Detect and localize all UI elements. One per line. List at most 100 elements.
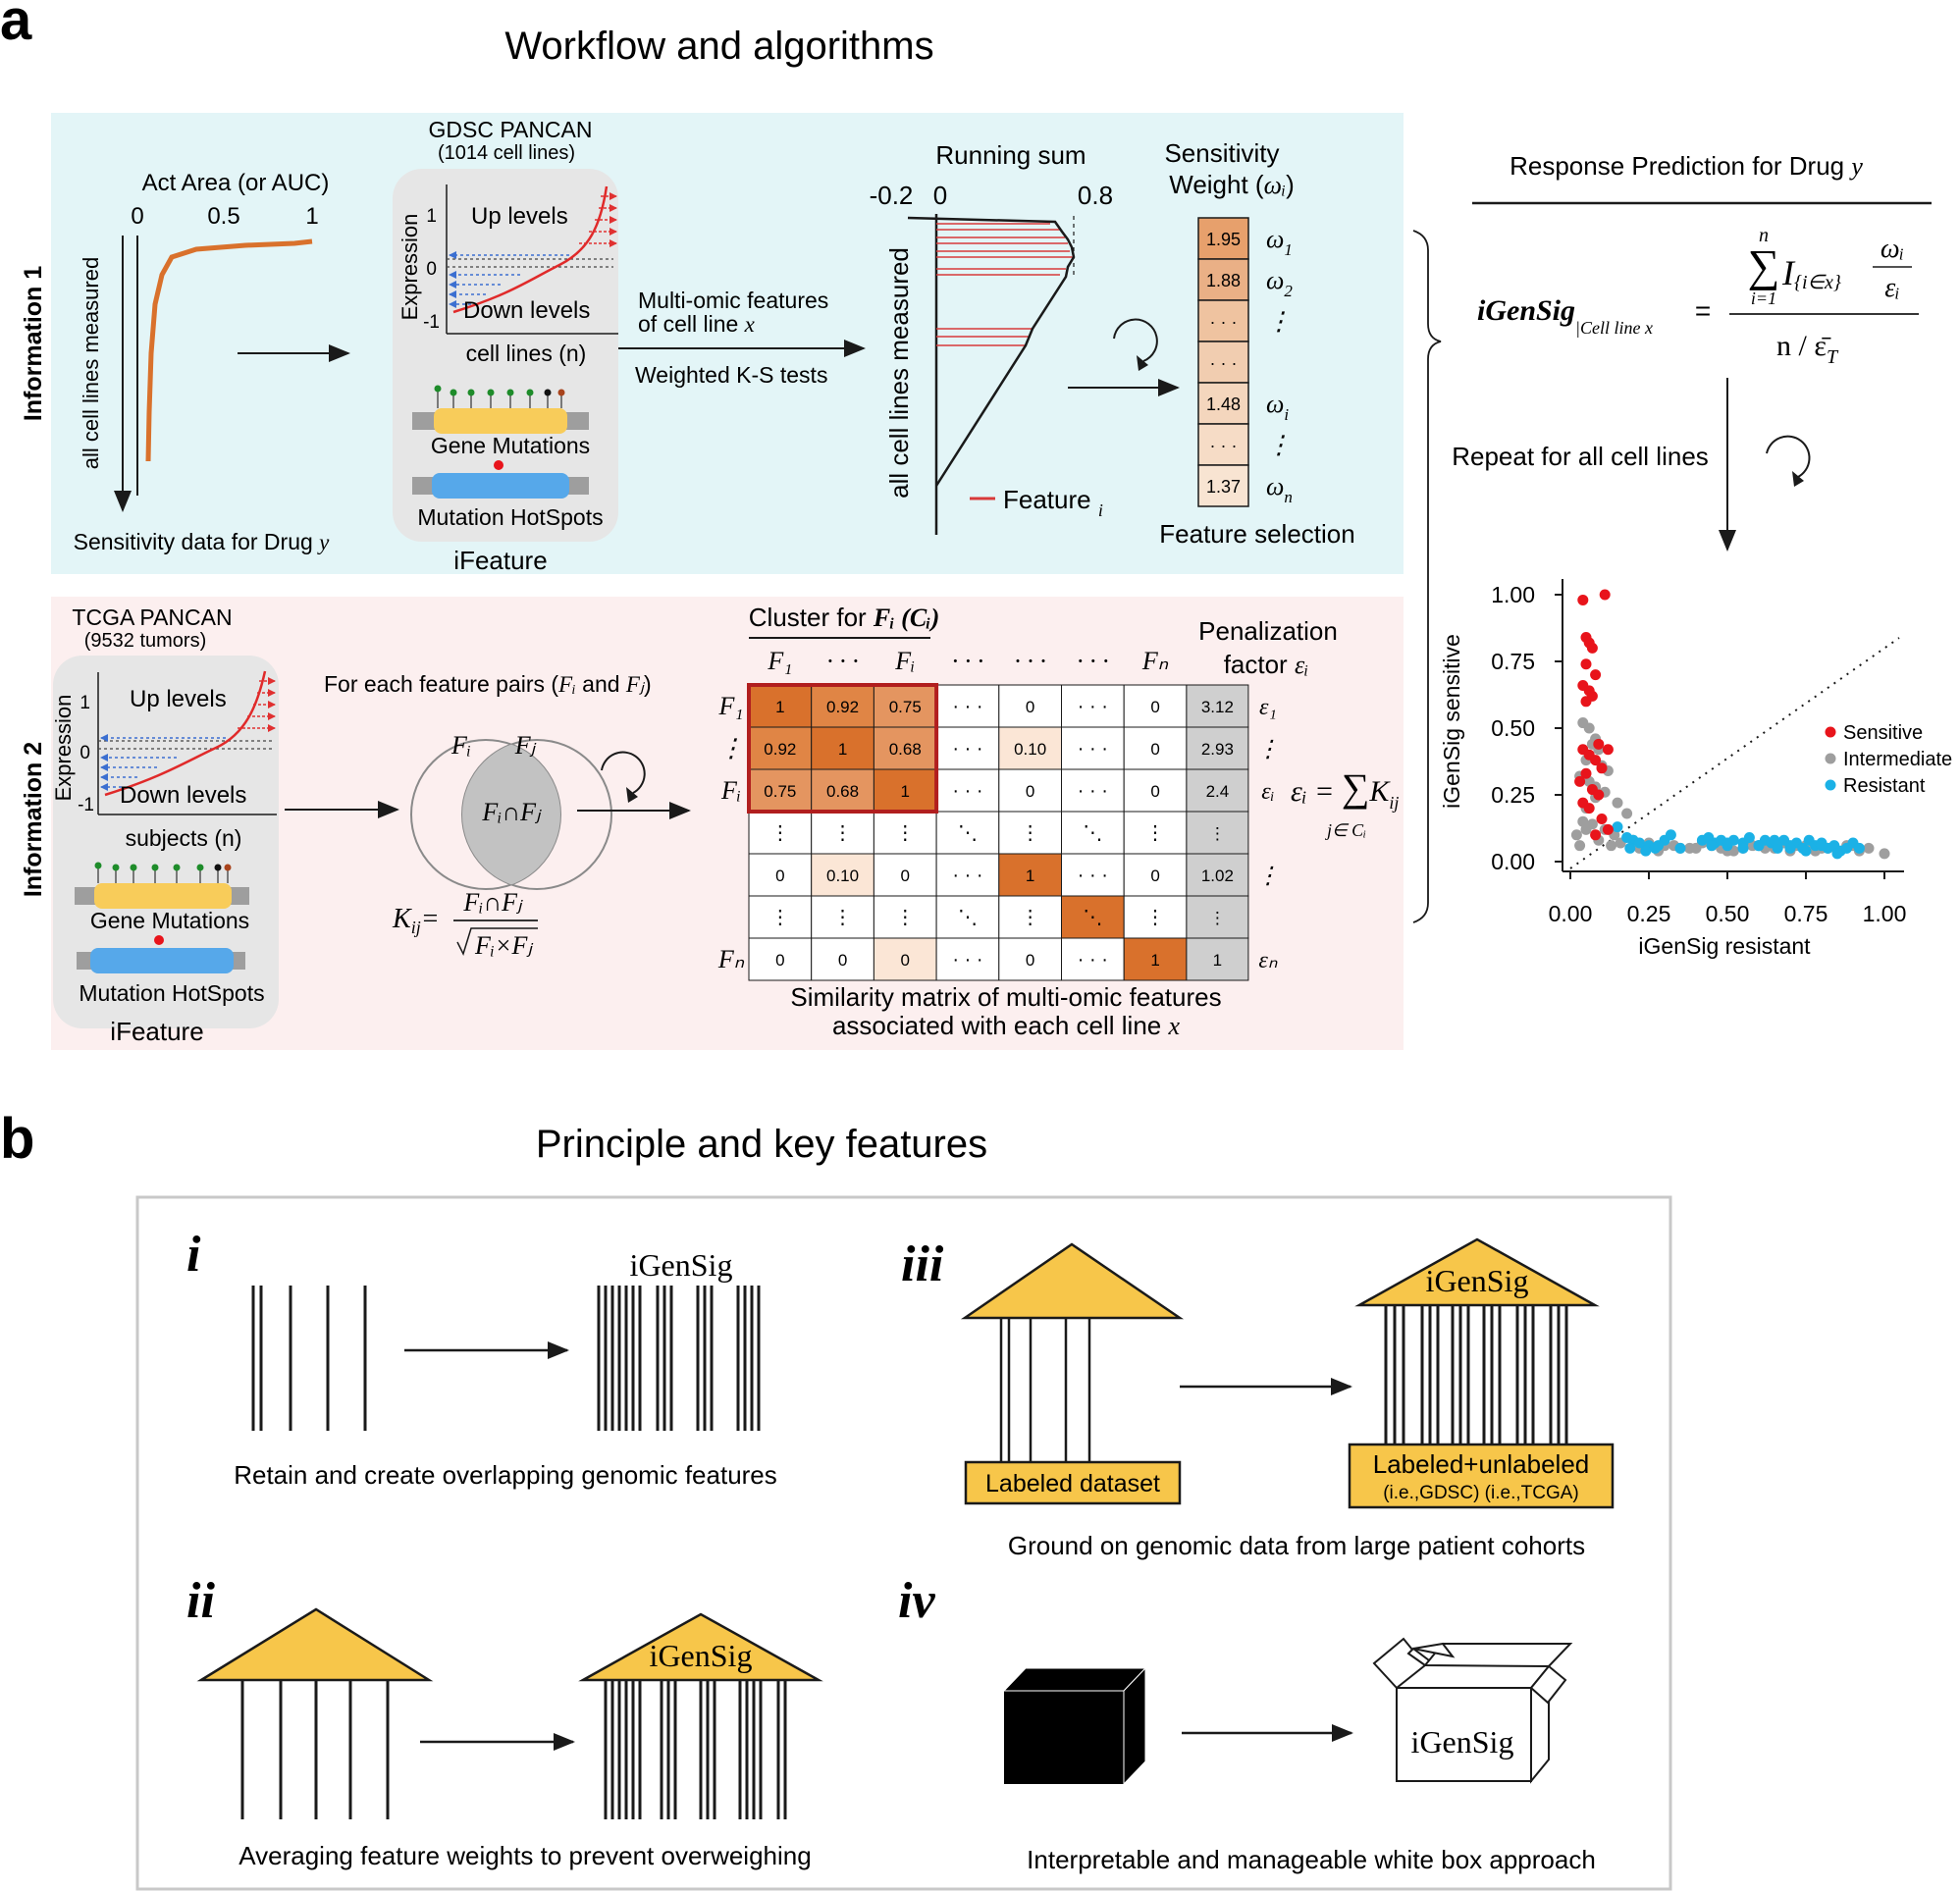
info1-background — [51, 113, 1404, 574]
venn-center: Fᵢ∩Fⱼ — [481, 798, 542, 826]
matrix-cell — [998, 684, 1062, 728]
principle-ii: ii iGenSig Averaging feature weights to … — [186, 1573, 823, 1870]
weight-value: · · · — [1210, 353, 1238, 373]
scatter-point-sensitive — [1574, 775, 1586, 787]
penalty-cell — [1186, 726, 1249, 770]
igensig-lhs: iGenSig|Cell line x — [1477, 294, 1653, 338]
matrix-col-header: F₁ — [767, 647, 792, 675]
gdsc-xlabel: cell lines (n) — [466, 341, 587, 366]
scatter-point-resistant — [1674, 842, 1686, 854]
legend-marker — [1825, 726, 1836, 738]
matrix-cell — [935, 937, 1000, 981]
gdsc-ifeature: iFeature — [453, 546, 547, 575]
tcga-block: TCGA PANCAN (9532 tumors) Up levels Down… — [51, 604, 279, 1046]
matrix-col-header: Fₙ — [1141, 647, 1169, 675]
eps-label: εₙ — [1258, 948, 1277, 973]
x-tick-label: 0.00 — [1549, 901, 1593, 926]
black-box-icon — [1002, 1666, 1147, 1786]
scatter-point-sensitive — [1580, 696, 1592, 708]
scatter-point-intermediate — [1863, 842, 1875, 854]
cluster-box — [747, 683, 939, 814]
x-tick-label: 0.50 — [1706, 901, 1750, 926]
scatter-point-resistant — [1665, 829, 1676, 841]
iii-right-box-2: (i.e.,GDSC) (i.e.,TCGA) — [1383, 1483, 1579, 1503]
matrix-caption-1: Similarity matrix of multi-omic features — [790, 982, 1221, 1012]
pairs-text: For each feature pairs (Fᵢ and Fⱼ) — [324, 671, 652, 697]
penalty-cell — [1186, 895, 1249, 939]
sensitivity-plot: Act Area (or AUC) 0 0.5 1 all cell lines… — [74, 170, 331, 554]
weight-omega: ⋮ — [1266, 431, 1292, 459]
matrix-value: 0.92 — [764, 740, 796, 759]
eps-label: εᵢ — [1261, 779, 1274, 805]
scatter-point-resistant — [1722, 837, 1733, 849]
legend-marker — [1825, 779, 1836, 791]
cluster-title: Cluster for Fᵢ (Cᵢ) — [749, 603, 939, 632]
x-tick-label: 0.75 — [1784, 901, 1828, 926]
matrix-col-header: Fᵢ — [894, 647, 915, 675]
matrix-cell — [811, 768, 874, 813]
weight-value: 1.37 — [1206, 477, 1241, 497]
matrix-value: 0 — [901, 951, 910, 970]
scatter-point-sensitive — [1593, 738, 1605, 750]
tcga-title: TCGA PANCAN — [72, 604, 232, 630]
matrix-row-header: Fᵢ — [720, 776, 741, 805]
y-tick-label: 0.25 — [1491, 782, 1535, 808]
gdsc-down-label: Down levels — [463, 297, 590, 324]
sens-caption: Sensitivity data for Drug y — [74, 529, 331, 554]
numeral-i: i — [186, 1227, 201, 1283]
gdsc-ytick-1: 1 — [426, 206, 437, 227]
weight-value: 1.95 — [1206, 230, 1241, 249]
svg-text:Kij=: Kij= — [392, 904, 440, 937]
matrix-value: 0 — [775, 867, 784, 885]
gdsc-subtitle: (1014 cell lines) — [438, 142, 575, 164]
matrix-value: ⋮ — [895, 907, 915, 928]
scatter-point-resistant — [1784, 842, 1796, 854]
tcga-xlabel: subjects (n) — [126, 825, 242, 851]
matrix-cell — [935, 811, 1000, 855]
scatter-point-intermediate — [1879, 848, 1890, 860]
matrix-cell — [748, 684, 813, 728]
matrix-cell — [748, 853, 813, 897]
scatter-point-resistant — [1624, 842, 1636, 854]
weight-cell — [1197, 217, 1249, 260]
sens-tick-2: 1 — [305, 203, 318, 230]
scatter-point-sensitive — [1580, 767, 1592, 779]
frac-num: ωᵢ — [1881, 234, 1904, 264]
scatter-point-resistant — [1769, 834, 1780, 846]
scatter-point-resistant — [1706, 840, 1718, 852]
sens-curve — [145, 238, 313, 462]
matrix-cell — [935, 768, 1000, 813]
matrix-value: 0 — [1026, 951, 1034, 970]
numeral-ii: ii — [186, 1573, 215, 1629]
matrix-col-header: · · · — [1077, 647, 1109, 675]
matrix-value: 0 — [1026, 698, 1034, 716]
weight-value: · · · — [1210, 436, 1238, 455]
multiomic-text-1: Multi-omic features — [638, 288, 828, 313]
scatter-point-intermediate — [1583, 722, 1595, 734]
matrix-value: 1 — [775, 698, 784, 716]
white-box-icon — [1372, 1637, 1573, 1784]
matrix-cell — [873, 937, 937, 981]
matrix-value: 0 — [901, 867, 910, 885]
cycle-icon-3 — [1766, 435, 1811, 478]
tcga-hotspots: Mutation HotSpots — [79, 980, 264, 1006]
matrix-cell — [998, 811, 1062, 855]
scatter-point-sensitive — [1577, 594, 1589, 605]
weight-cell — [1197, 423, 1249, 466]
sens-axis-title: Act Area (or AUC) — [142, 170, 330, 196]
matrix-value: 1 — [1026, 867, 1034, 885]
matrix-value: · · · — [1078, 696, 1108, 717]
matrix-value: ⋮ — [1145, 822, 1165, 844]
matrix-cell — [811, 853, 874, 897]
matrix-value: 0.92 — [826, 698, 859, 716]
frac-den: εᵢ — [1884, 273, 1899, 303]
scatter-point-resistant — [1753, 840, 1765, 852]
y-tick-label: 0.00 — [1491, 849, 1535, 874]
eps-label: ε₁ — [1259, 695, 1277, 720]
scatter-point-sensitive — [1590, 755, 1602, 766]
matrix-value: · · · — [1078, 865, 1108, 886]
rs-tick-08: 0.8 — [1078, 181, 1113, 210]
matrix-value: ⋮ — [833, 907, 853, 928]
scatter-point-intermediate — [1570, 829, 1582, 841]
